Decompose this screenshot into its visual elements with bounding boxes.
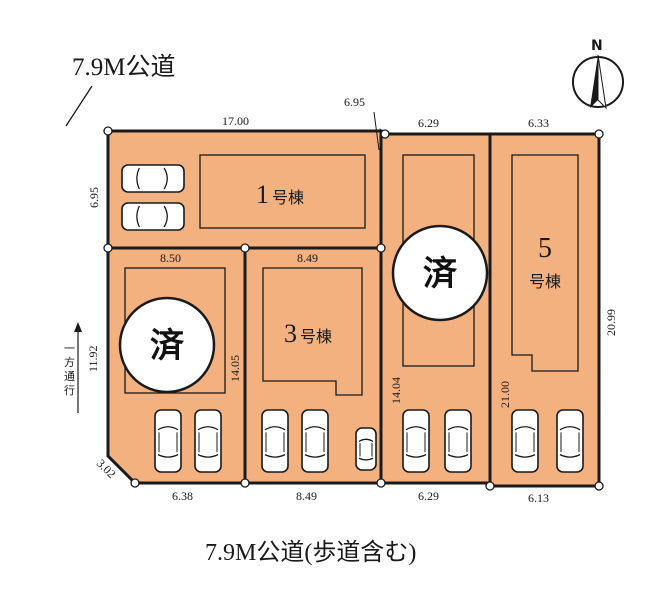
- car-icon: [121, 202, 185, 231]
- dim-top-lot1-right: 6.95: [344, 95, 365, 109]
- building-1: [199, 154, 366, 229]
- svg-text:一: 一: [64, 342, 75, 355]
- car-icon: [194, 409, 222, 473]
- lot-5-label: 5 号棟: [529, 233, 561, 291]
- building-3: [262, 267, 363, 396]
- dim-leader: [373, 111, 380, 151]
- south-road-label: 7.9M公道(歩道含む): [205, 539, 416, 566]
- dim-right-edge: 20.99: [604, 309, 618, 336]
- north-road-leader: [65, 85, 93, 127]
- dim-top-lot1: 17.00: [222, 114, 249, 128]
- parking-spaces: [121, 164, 584, 473]
- svg-text:済: 済: [150, 326, 185, 366]
- svg-text:5: 5: [538, 233, 552, 264]
- north-road-label: 7.9M公道: [72, 53, 175, 81]
- car-icon: [355, 427, 377, 471]
- car-icon: [261, 409, 289, 473]
- sold-mark-lot2: 済: [118, 296, 216, 394]
- svg-text:号棟: 号棟: [272, 189, 304, 207]
- dim-top-lot4: 6.29: [418, 116, 439, 130]
- dim-bottom-lot5: 6.13: [528, 491, 549, 505]
- dim-bottom-lot4: 6.29: [418, 489, 439, 503]
- corner-markers: [103, 126, 604, 491]
- car-icon: [121, 164, 185, 193]
- svg-text:行: 行: [64, 384, 75, 397]
- car-icon: [402, 409, 430, 473]
- svg-text:号棟: 号棟: [300, 328, 332, 346]
- dim-lot2-right: 14.05: [228, 355, 242, 382]
- svg-text:3: 3: [284, 319, 297, 348]
- dim-lot2-left: 11.92: [86, 345, 100, 372]
- dim-top-lot5: 6.33: [528, 116, 549, 130]
- svg-text:号棟: 号棟: [529, 273, 561, 291]
- svg-text:済: 済: [423, 254, 458, 294]
- lot-3-label: 3 号棟: [284, 319, 332, 348]
- oneway-marker: 一 方 通 行: [64, 322, 82, 413]
- building-5: [511, 154, 579, 372]
- car-icon: [511, 409, 539, 473]
- svg-text:1: 1: [256, 180, 269, 209]
- car-icon: [444, 409, 472, 473]
- compass-icon: N: [572, 38, 624, 110]
- car-icon: [301, 409, 329, 473]
- dim-lot3-top: 8.49: [297, 251, 318, 265]
- car-icon: [556, 409, 584, 473]
- dim-bottom-lot2: 6.38: [172, 489, 193, 503]
- car-icon: [154, 409, 182, 473]
- dim-lot5-depth: 21.00: [498, 381, 512, 408]
- compass-north-label: N: [591, 38, 603, 54]
- dim-lot2-top: 8.50: [160, 251, 181, 265]
- dim-bottom-lot3: 8.49: [296, 489, 317, 503]
- dim-lot4-depth: 14.04: [389, 377, 403, 404]
- lot-1-label: 1 号棟: [256, 180, 304, 209]
- svg-text:通: 通: [64, 370, 75, 383]
- svg-text:方: 方: [64, 355, 75, 369]
- sold-mark-lot4: 済: [391, 224, 489, 322]
- dim-lot1-left: 6.95: [87, 187, 101, 208]
